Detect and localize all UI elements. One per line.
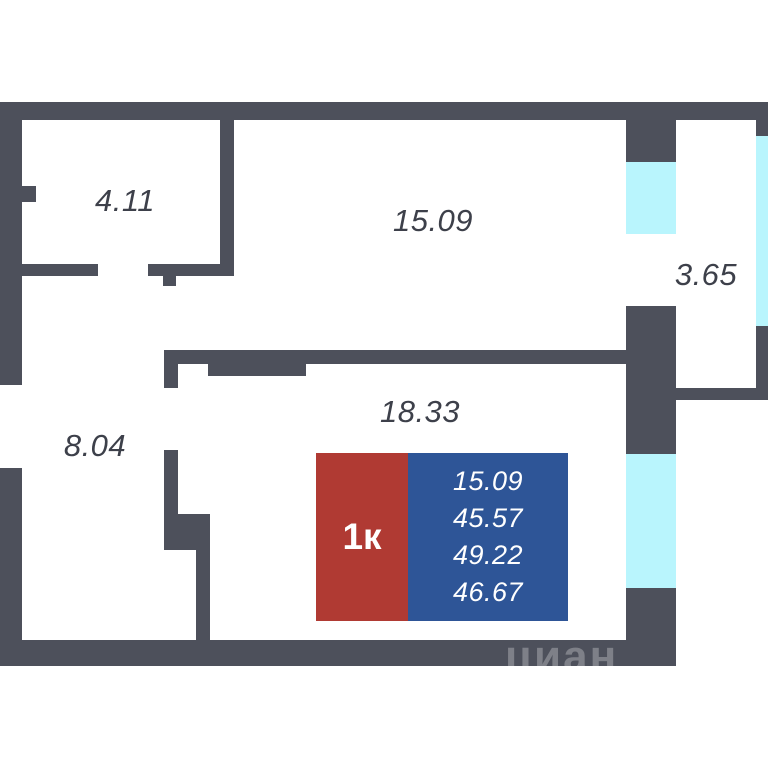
window-kitchen bbox=[626, 162, 676, 234]
balcony-window bbox=[756, 136, 768, 326]
area-value: 49.22 bbox=[452, 540, 524, 570]
bathroom-notch bbox=[22, 186, 36, 202]
watermark: циан bbox=[505, 632, 619, 681]
right-wall-top bbox=[626, 102, 676, 162]
balcony-wall-right-lower bbox=[756, 326, 768, 400]
bedroom-door-panel bbox=[208, 364, 306, 376]
outer-wall-left-lower bbox=[0, 468, 22, 666]
apartment-type-label: 1к bbox=[342, 516, 382, 557]
outer-wall-top bbox=[0, 102, 768, 120]
area-value: 45.57 bbox=[452, 503, 524, 533]
area-value: 15.09 bbox=[452, 466, 524, 496]
bedroom-wall-left-upper bbox=[164, 350, 178, 388]
room-area-hallway: 8.04 bbox=[63, 428, 127, 463]
right-wall-bottom bbox=[626, 588, 676, 666]
balcony-wall-right bbox=[756, 102, 768, 136]
area-value: 46.67 bbox=[452, 577, 524, 607]
bathroom-wall-bottom-right bbox=[148, 264, 234, 276]
room-area-bedroom: 18.33 bbox=[379, 394, 461, 429]
right-wall-middle bbox=[626, 306, 676, 454]
outer-wall-left-upper bbox=[0, 102, 22, 385]
room-area-bathroom: 4.11 bbox=[94, 183, 156, 218]
apartment-type-badge: 1к bbox=[316, 453, 408, 621]
balcony-wall-bottom bbox=[676, 388, 768, 400]
outer-wall-bottom bbox=[0, 640, 676, 666]
bathroom-wall-bottom-left bbox=[22, 264, 98, 276]
room-area-kitchen: 15.09 bbox=[392, 203, 474, 238]
bedroom-wall-top bbox=[164, 350, 626, 364]
apartment-areas-badge: 15.09 45.57 49.22 46.67 bbox=[408, 453, 568, 621]
room-area-balcony: 3.65 bbox=[674, 257, 738, 292]
bedroom-wall-left-bottom bbox=[196, 514, 210, 640]
bathroom-door-stub bbox=[163, 276, 176, 286]
window-bedroom bbox=[626, 454, 676, 588]
bathroom-wall-right bbox=[220, 102, 234, 276]
balcony-wall-top bbox=[676, 102, 768, 114]
